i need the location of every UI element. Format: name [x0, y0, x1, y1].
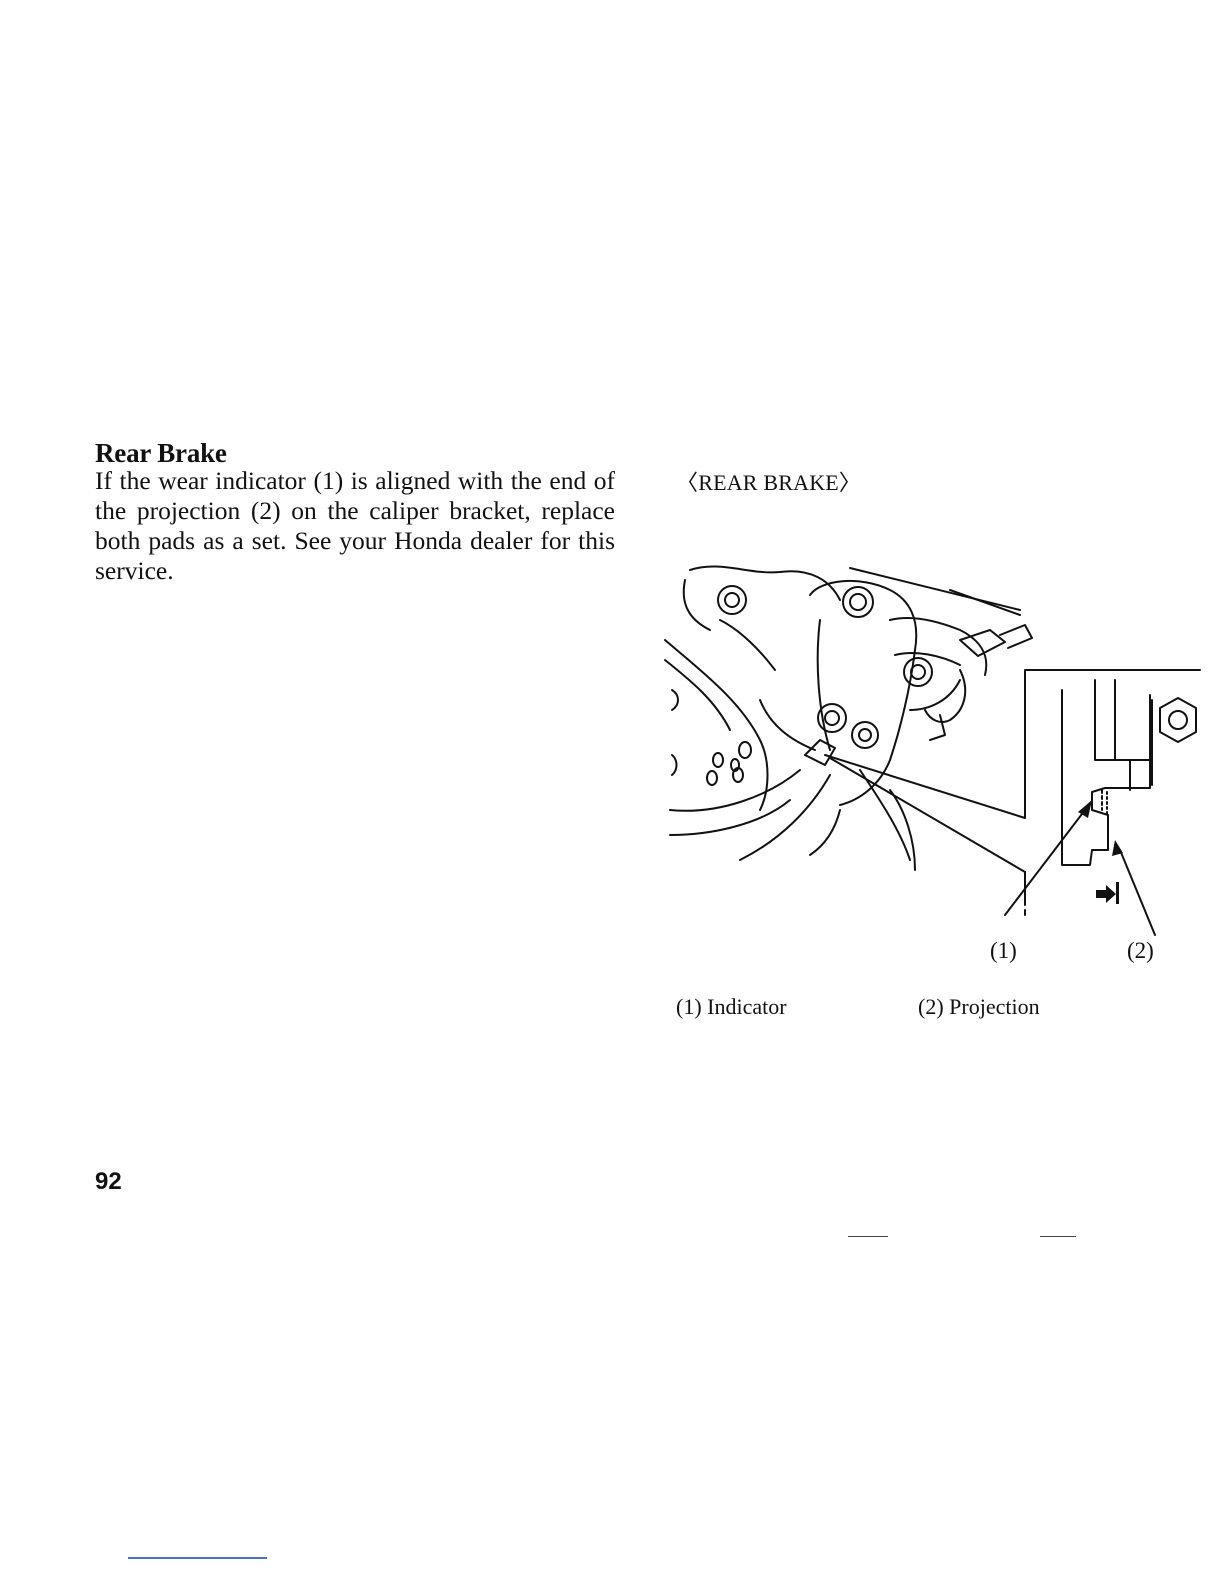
caliper-bracket	[805, 740, 835, 765]
caliper-bolt	[859, 729, 871, 741]
frame-line	[720, 620, 775, 670]
disc-hole	[739, 742, 751, 758]
scan-artifact-line	[848, 1236, 888, 1237]
frame-line	[684, 580, 710, 630]
caliper-bracket	[760, 700, 815, 750]
bleed-valve	[1000, 625, 1032, 648]
alignment-stop	[1116, 882, 1119, 904]
frame-line	[690, 567, 840, 600]
callout-label-1: (1)	[990, 938, 1017, 964]
mount-bolt	[725, 593, 739, 607]
caliper-bracket	[860, 770, 910, 860]
frame-line	[950, 590, 1020, 615]
callout-line-projection	[1120, 850, 1155, 935]
zoom-leader-line	[825, 755, 1025, 818]
brake-disc-outline	[740, 775, 830, 860]
legend-indicator: (1) Indicator	[676, 994, 787, 1020]
caliper-bolt	[825, 711, 839, 725]
legend-projection: (2) Projection	[918, 994, 1040, 1020]
frame-line	[850, 568, 1020, 610]
callout-line-indicator	[1005, 810, 1085, 915]
disc-hole	[672, 690, 678, 710]
mount-bolt	[843, 587, 873, 617]
figure-caption: 〈REAR BRAKE〉	[676, 465, 861, 497]
section-heading: Rear Brake	[95, 438, 227, 469]
brake-disc-outline	[670, 770, 800, 811]
mount-bolt	[718, 586, 746, 614]
disc-hole	[713, 753, 723, 767]
disc-hole	[707, 771, 717, 785]
detail-bracket	[1095, 680, 1150, 760]
detail-bracket	[1062, 690, 1150, 865]
brake-disc-outline	[665, 660, 730, 730]
section-paragraph: If the wear indicator (1) is aligned wit…	[95, 466, 615, 586]
detail-nut	[1169, 711, 1187, 729]
caliper-body	[810, 581, 916, 805]
scan-artifact-line	[1040, 1236, 1076, 1237]
caliper-bolt	[852, 722, 878, 748]
disc-hole	[672, 755, 677, 775]
alignment-arrow-icon	[1096, 885, 1116, 903]
detail-nut	[1160, 698, 1196, 742]
caliper-bolt	[904, 658, 932, 686]
mount-bolt	[850, 594, 866, 610]
caliper-body	[895, 653, 960, 665]
detail-frame	[1025, 670, 1200, 818]
callout-label-2: (2)	[1127, 938, 1154, 964]
page-number: 92	[95, 1168, 122, 1196]
scan-artifact-line	[128, 1557, 267, 1559]
rear-brake-illustration	[660, 560, 1210, 980]
caliper-bolt	[911, 665, 925, 679]
caliper-body	[910, 680, 960, 710]
zoom-leader-line	[830, 758, 1025, 872]
caliper-bracket	[890, 790, 915, 870]
brake-disc-outline	[665, 640, 768, 810]
caliper-bracket	[810, 810, 840, 855]
